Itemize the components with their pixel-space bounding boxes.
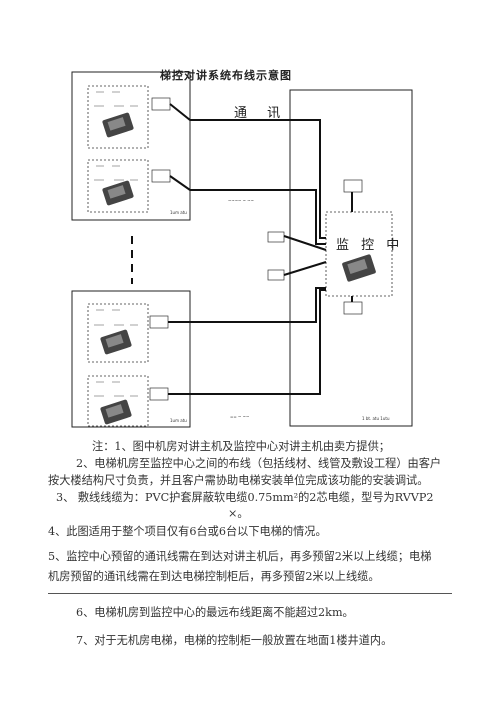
intercom-icon (342, 254, 376, 282)
machine-room-label-bottom: 1um atu (170, 418, 187, 423)
note-3b: ×。 (228, 507, 249, 520)
intercom-icon (102, 112, 134, 138)
monitor-building (289, 89, 413, 427)
note-2b: 按大楼结构尺寸负责，并且客户需协助电梯安装单位完成该功能的安装调试。 (48, 474, 429, 487)
terminal-1 (151, 97, 171, 111)
mid-small-text: ~~~~ ~ ~~ (228, 198, 255, 203)
diagram-title: 梯控对讲系统布线示意图 (160, 69, 292, 82)
terminal-mid-1 (267, 231, 285, 243)
terminal-2 (151, 169, 171, 183)
terminal-4 (149, 387, 169, 401)
elevator-box-3 (87, 303, 149, 363)
machine-room-label-top: 1um atu (170, 210, 187, 215)
comm-lines (168, 103, 353, 395)
note-5b: 机房预留的通讯线需在到达电梯控制柜后，再多预留2米以上线缆。 (48, 570, 380, 583)
intercom-icon (100, 399, 132, 425)
terminal-mc-bottom (343, 301, 363, 315)
monitor-center-box (325, 211, 393, 297)
note-6: 6、电梯机房到监控中心的最远布线距离不能超过2km。 (76, 606, 354, 619)
note-3a: 3、 敷线线缆为：PVC护套屏蔽软电缆0.75mm²的2芯电缆，型号为RVVP2 (56, 491, 434, 504)
terminal-mc-top (343, 179, 363, 193)
machine-room-bottom (71, 290, 191, 428)
divider-line (48, 593, 452, 594)
comm-label: 通 讯 (234, 106, 289, 121)
terminal-mid-2 (267, 269, 285, 281)
box-detail-marks (94, 91, 138, 397)
monitor-center-label: 监 控 中 (336, 238, 404, 253)
intercom-icon (100, 329, 132, 355)
intercom-icon (102, 180, 134, 206)
wiring-diagram: 梯控对讲系统布线示意图 通 讯 监 控 中 1um atu 1um atu ~~… (71, 69, 413, 428)
terminal-3 (149, 315, 169, 329)
machine-room-top (71, 71, 191, 221)
elevator-box-1 (87, 85, 149, 149)
elevator-box-4 (87, 375, 149, 427)
diagram-lines (71, 71, 413, 428)
note-5a: 5、监控中心预留的通讯线需在到达对讲主机后，再多预留2米以上线缆；电梯 (48, 550, 432, 563)
note-7: 7、对于无机房电梯，电梯的控制柜一般放置在地面1楼井道内。 (76, 634, 393, 647)
note-4: 4、此图适用于整个项目仅有6台或6台以下电梯的情况。 (48, 525, 327, 538)
note-2a: 2、电梯机房至监控中心之间的布线（包括线材、线管及敷设工程）由客户 (76, 457, 442, 470)
elevator-box-2 (87, 159, 149, 213)
building-label: 1 bt. atu 1utu (362, 416, 390, 421)
note-1: 注：1、图中机房对讲主机及监控中心对讲主机由卖方提供； (92, 440, 390, 453)
bottom-center-label: == ~ ~~ (230, 414, 250, 419)
